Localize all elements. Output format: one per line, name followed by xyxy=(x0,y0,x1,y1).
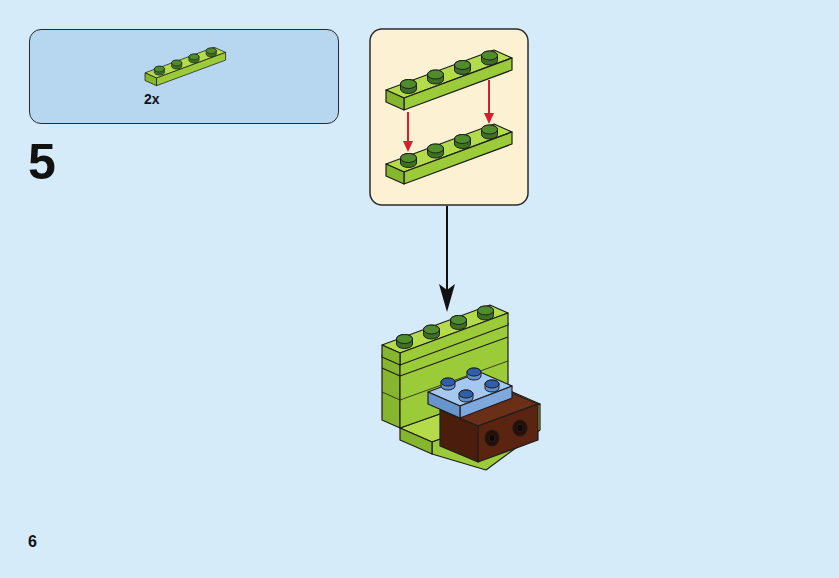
step-number: 5 xyxy=(28,137,56,187)
blue-plate xyxy=(428,368,512,418)
bottom-plate xyxy=(386,124,512,184)
placement-arrows xyxy=(403,80,494,152)
part-quantity: 2x xyxy=(144,92,160,106)
parts-callout: 2x xyxy=(29,29,339,124)
wall-top-plate xyxy=(382,305,508,365)
pointer-arrow xyxy=(439,206,455,312)
plate-part xyxy=(145,47,226,85)
top-plate xyxy=(386,50,512,110)
page-number: 6 xyxy=(28,534,37,550)
zoom-inset xyxy=(370,29,528,205)
